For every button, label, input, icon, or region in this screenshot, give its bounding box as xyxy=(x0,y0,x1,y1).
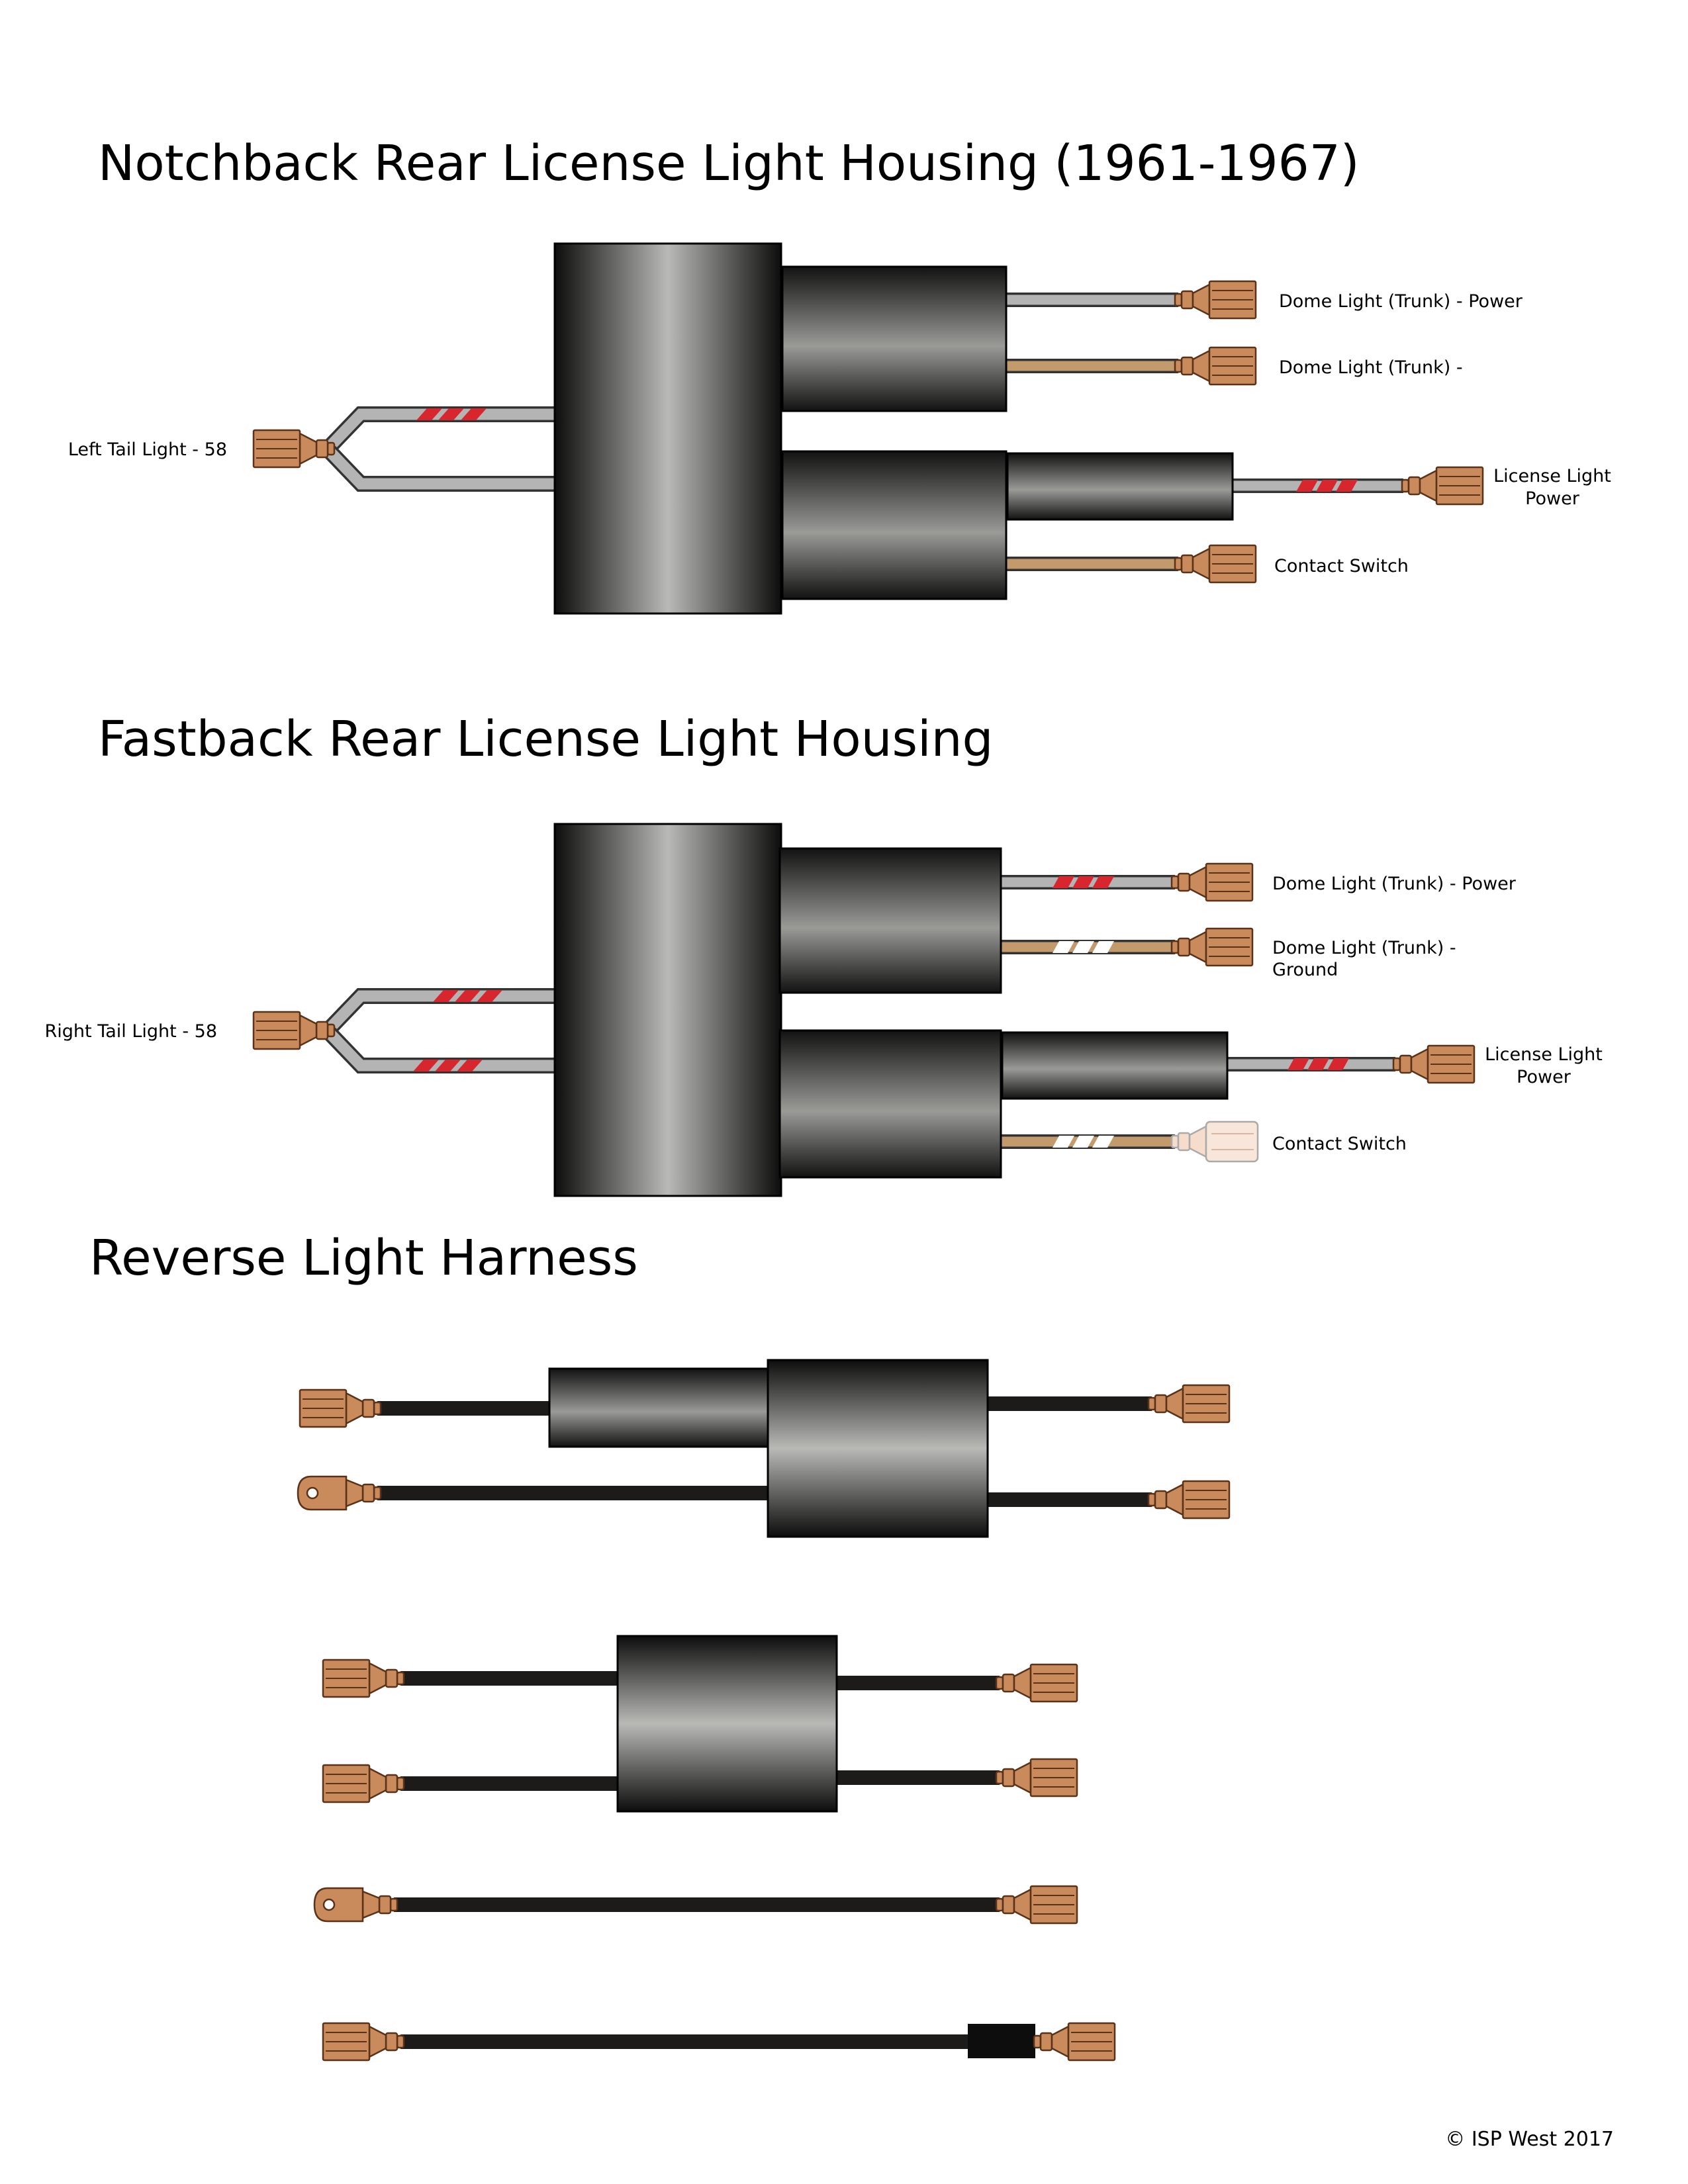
notch-label-tail: Left Tail Light - 58 xyxy=(68,439,227,460)
fast-label-license-1: License Light xyxy=(1485,1044,1603,1065)
rev-b-connector-right-bottom xyxy=(995,1758,1078,1797)
tube-upper xyxy=(781,265,1008,412)
fast-tube-lower xyxy=(778,1029,1002,1179)
fast-label-dome-ground-1: Dome Light (Trunk) - xyxy=(1272,938,1456,958)
notch-label-license-1: License Light xyxy=(1493,466,1611,486)
fast-housing-main xyxy=(553,823,782,1197)
tube-lower xyxy=(781,450,1008,600)
notch-label-contact: Contact Switch xyxy=(1274,556,1409,576)
rev-a-ring-left xyxy=(297,1475,382,1511)
notch-label-dome-power: Dome Light (Trunk) - Power xyxy=(1279,291,1523,312)
notchback-harness xyxy=(252,242,1484,615)
notchback-title: Notchback Rear License Light Housing (19… xyxy=(98,135,1360,192)
tail-connector xyxy=(252,429,336,469)
jumper-connector-right xyxy=(995,1885,1078,1925)
fast-tube-license xyxy=(1001,1031,1229,1100)
reverse-jumper-inline xyxy=(322,2022,1116,2062)
fast-dome-power-connector xyxy=(1170,862,1254,902)
housing-main xyxy=(553,242,782,615)
fast-label-dome-power: Dome Light (Trunk) - Power xyxy=(1272,874,1517,894)
reverse-title: Reverse Light Harness xyxy=(89,1230,638,1287)
dome-ground-connector xyxy=(1174,346,1257,386)
fast-contact-connector-insulated xyxy=(1170,1120,1259,1163)
fastback-harness xyxy=(252,823,1476,1197)
rev-b-connector-left-bottom xyxy=(322,1764,405,1803)
rev-a-connector-left-top xyxy=(299,1388,382,1428)
reverse-harness-b xyxy=(322,1635,1078,1813)
notch-label-dome-ground: Dome Light (Trunk) - xyxy=(1279,357,1463,378)
tube-license xyxy=(1006,452,1234,521)
fast-license-connector xyxy=(1392,1044,1476,1084)
rev-b-housing xyxy=(616,1635,838,1813)
rev-b-connector-left-top xyxy=(322,1659,405,1698)
rev-a-sleeve xyxy=(548,1367,769,1448)
dome-power-connector xyxy=(1174,280,1257,320)
contact-connector xyxy=(1174,544,1257,584)
fast-dome-ground-connector xyxy=(1170,927,1254,967)
notch-label-license-2: Power xyxy=(1525,488,1580,509)
reverse-jumper-ring xyxy=(313,1885,1078,1925)
fast-tail-connector xyxy=(252,1011,336,1050)
fast-tube-upper xyxy=(778,847,1002,994)
inline-connector-right xyxy=(1033,2022,1116,2062)
license-connector xyxy=(1401,466,1484,506)
inline-block xyxy=(968,2024,1035,2058)
copyright-text: © ISP West 2017 xyxy=(1445,2128,1614,2151)
rev-a-connector-right-bottom xyxy=(1147,1480,1231,1520)
fast-label-contact: Contact Switch xyxy=(1272,1134,1407,1154)
reverse-harness-a xyxy=(297,1359,1231,1538)
fast-label-dome-ground-2: Ground xyxy=(1272,960,1338,980)
fastback-title: Fastback Rear License Light Housing xyxy=(98,711,994,768)
inline-connector-left xyxy=(322,2022,405,2062)
rev-b-connector-right-top xyxy=(995,1663,1078,1703)
rev-a-connector-right-top xyxy=(1147,1384,1231,1424)
fast-label-license-2: Power xyxy=(1517,1067,1571,1087)
fast-label-tail: Right Tail Light - 58 xyxy=(45,1021,217,1042)
jumper-ring-left xyxy=(313,1887,399,1923)
rev-a-housing xyxy=(767,1359,989,1538)
